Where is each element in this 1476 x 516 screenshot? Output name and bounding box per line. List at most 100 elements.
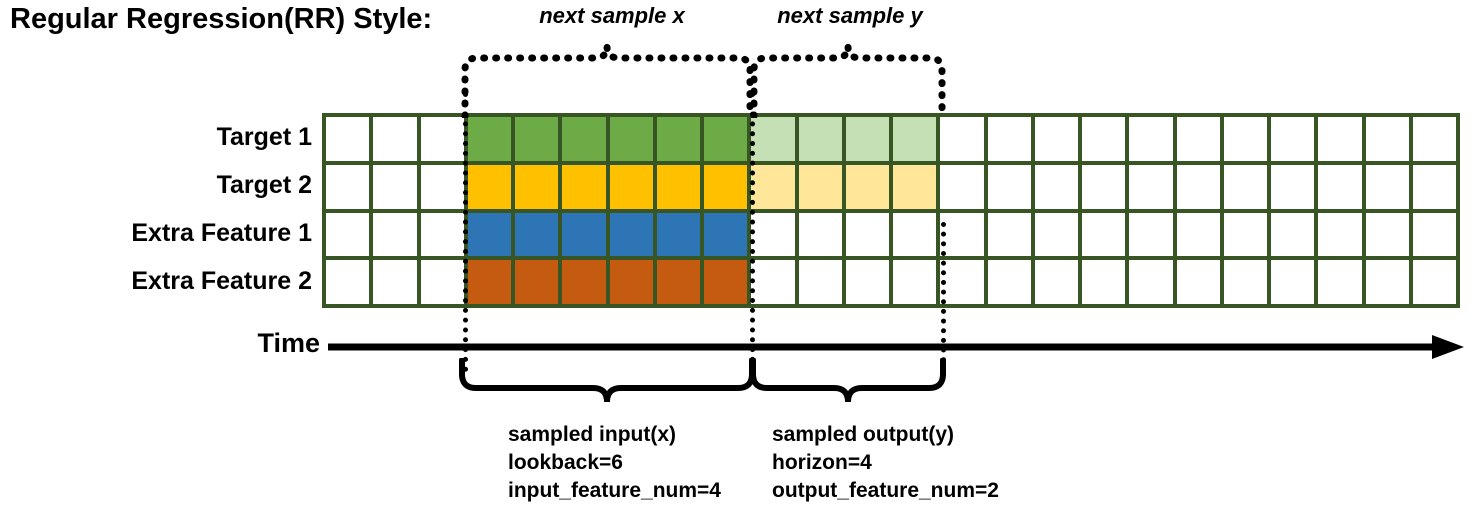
grid-cell — [562, 164, 606, 209]
annotation-sampled-input: sampled input(x) lookback=6 input_featur… — [508, 421, 721, 505]
brace-sampled-output — [750, 358, 946, 403]
grid-cell — [656, 212, 700, 257]
grid-cell — [656, 260, 700, 304]
grid-cell — [1129, 117, 1173, 161]
grid-cell — [326, 117, 370, 161]
grid-cell — [515, 260, 559, 304]
annotation-input-line-1: sampled input(x) — [508, 423, 677, 446]
grid-cell — [1034, 164, 1078, 209]
grid-cell — [420, 260, 464, 304]
grid-cell — [751, 260, 795, 304]
annotation-sampled-output: sampled output(y) horizon=4 output_featu… — [772, 421, 999, 505]
grid-cell — [467, 212, 511, 257]
grid-cell — [562, 117, 606, 161]
grid-cell — [845, 117, 889, 161]
row-label-extra-feature-1: Extra Feature 1 — [131, 219, 312, 247]
grid-cell — [1129, 260, 1173, 304]
grid-cell — [1034, 117, 1078, 161]
grid-cell — [798, 260, 842, 304]
grid-cell — [1129, 212, 1173, 257]
grid-cell — [893, 212, 937, 257]
annotation-input-line-2: lookback=6 — [508, 451, 623, 474]
time-axis-label: Time — [257, 328, 320, 358]
grid-cell — [373, 117, 417, 161]
brace-next-sample-x — [461, 45, 754, 118]
grid-cell — [704, 164, 748, 209]
grid-cell — [1271, 212, 1315, 257]
grid-cell — [467, 260, 511, 304]
grid-cell — [798, 212, 842, 257]
grid-cell — [1318, 164, 1362, 209]
grid-cell — [893, 164, 937, 209]
grid-cell — [656, 164, 700, 209]
grid-cell — [1365, 164, 1409, 209]
grid-cell — [420, 117, 464, 161]
grid-cell — [467, 164, 511, 209]
grid-cell — [1176, 260, 1220, 304]
grid-cell — [1412, 212, 1456, 257]
grid-cell — [987, 260, 1031, 304]
arrow-right-icon — [1432, 335, 1464, 359]
grid-cell — [798, 164, 842, 209]
grid-cell — [326, 164, 370, 209]
grid-cell — [987, 117, 1031, 161]
grid-cell — [1223, 212, 1267, 257]
grid-cell — [704, 260, 748, 304]
timeline-grid — [322, 113, 1460, 308]
annotation-output-line-3: output_feature_num=2 — [772, 479, 999, 502]
grid-cell — [1223, 117, 1267, 161]
grid-cell — [1365, 117, 1409, 161]
grid-cell — [751, 117, 795, 161]
guide-line-input-start — [463, 92, 468, 372]
grid-cell — [373, 164, 417, 209]
caption-next-sample-y: next sample y — [777, 3, 923, 28]
grid-cell — [1318, 260, 1362, 304]
grid-cell — [1412, 164, 1456, 209]
grid-cell — [1412, 260, 1456, 304]
grid-cell — [467, 117, 511, 161]
brace-next-sample-y — [750, 45, 946, 118]
grid-cell — [562, 212, 606, 257]
grid-cell — [609, 117, 653, 161]
grid-cell — [704, 212, 748, 257]
guide-line-output-end — [941, 222, 946, 372]
grid-cell — [1034, 260, 1078, 304]
grid-cell — [373, 260, 417, 304]
row-label-target-2: Target 2 — [216, 171, 312, 199]
grid-cell — [1176, 164, 1220, 209]
grid-cell — [1129, 164, 1173, 209]
grid-cell — [1082, 164, 1126, 209]
annotation-input-line-3: input_feature_num=4 — [508, 479, 721, 502]
caption-next-sample-x: next sample x — [539, 3, 685, 28]
grid-cell — [940, 117, 984, 161]
grid-cell — [609, 164, 653, 209]
grid-cell — [1082, 260, 1126, 304]
brace-sampled-input — [459, 358, 755, 403]
grid-cell — [845, 164, 889, 209]
grid-cell — [845, 260, 889, 304]
grid-cell — [845, 212, 889, 257]
grid-cell — [1271, 164, 1315, 209]
grid-cell — [515, 117, 559, 161]
grid-cell — [893, 260, 937, 304]
grid-cell — [1318, 117, 1362, 161]
grid-cell — [1271, 117, 1315, 161]
grid-cell — [562, 260, 606, 304]
grid-cell — [893, 117, 937, 161]
grid-cell — [1365, 212, 1409, 257]
grid-cell — [940, 164, 984, 209]
grid-cell — [420, 212, 464, 257]
grid-cell — [609, 260, 653, 304]
grid-cell — [326, 212, 370, 257]
annotation-output-line-2: horizon=4 — [772, 451, 872, 474]
grid-cell — [1318, 212, 1362, 257]
grid-cell — [1412, 117, 1456, 161]
grid-cell — [940, 212, 984, 257]
grid-cell — [609, 212, 653, 257]
grid-cell — [1365, 260, 1409, 304]
grid-cell — [1176, 117, 1220, 161]
grid-cell — [940, 260, 984, 304]
grid-cell — [1223, 260, 1267, 304]
grid-cell — [1082, 212, 1126, 257]
